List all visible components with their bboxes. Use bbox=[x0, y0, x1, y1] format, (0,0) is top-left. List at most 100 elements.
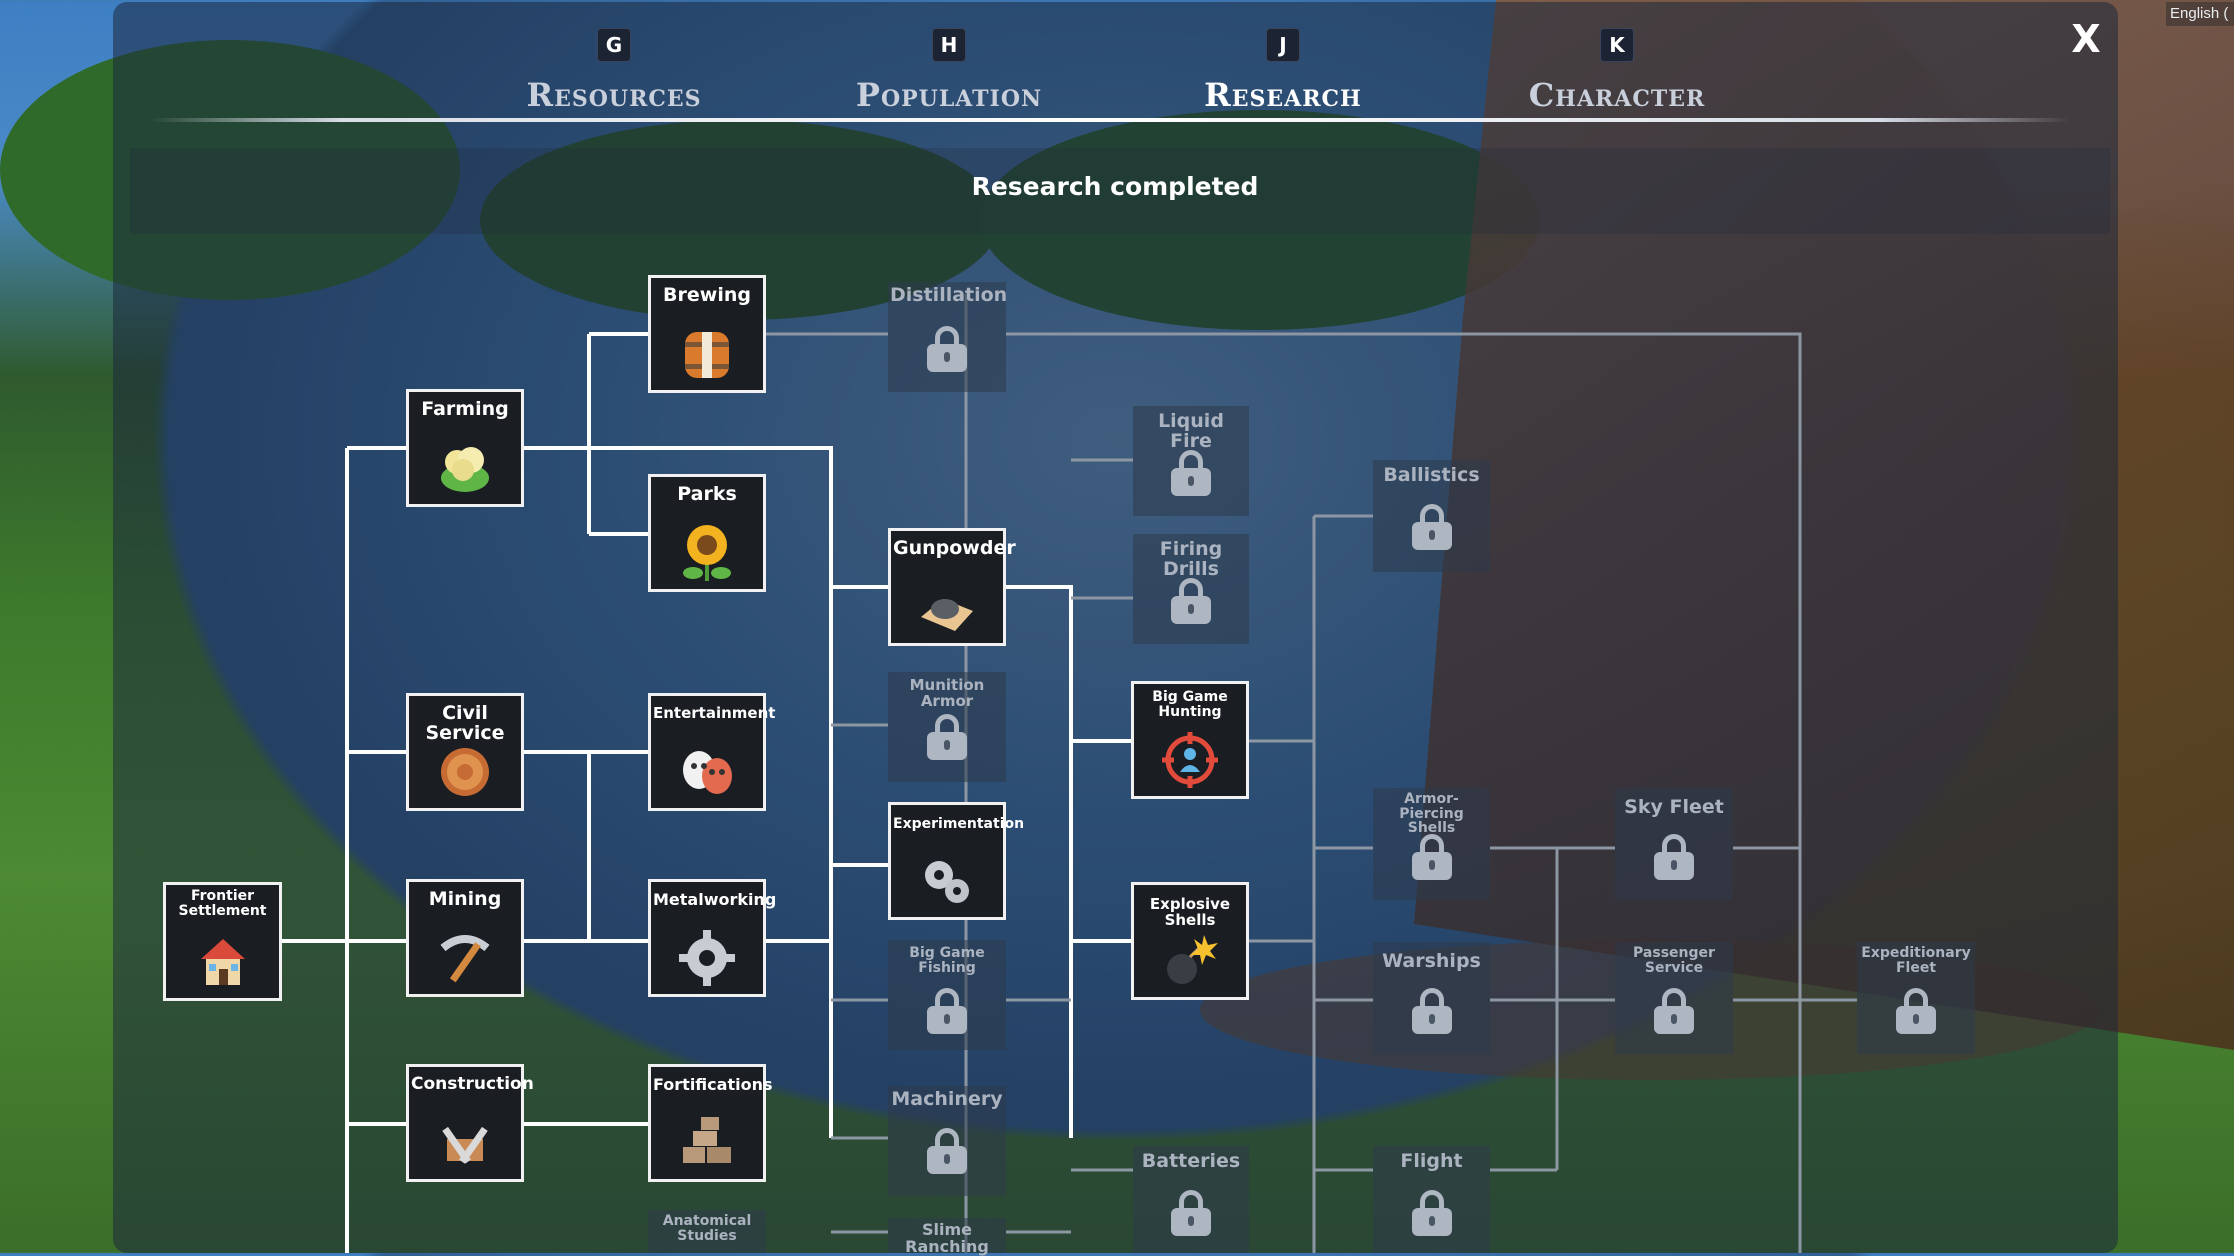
node-entertainment[interactable]: Entertainment bbox=[648, 693, 776, 811]
lock-icon bbox=[1411, 504, 1452, 550]
node-farming[interactable]: Farming bbox=[406, 389, 524, 507]
node-explosive-shells[interactable]: Explosive Shells bbox=[1131, 882, 1249, 1000]
lock-icon bbox=[1411, 1190, 1452, 1236]
tab-research-label: Research bbox=[1204, 76, 1362, 114]
node-label: Parks bbox=[677, 483, 737, 505]
tab-population-label: Population bbox=[855, 76, 1043, 114]
node-experimentation[interactable]: Experimentation bbox=[888, 802, 1025, 920]
node-label: Frontier Settlement bbox=[178, 888, 267, 919]
node-anatomical-studies[interactable]: Anatomical Studies bbox=[648, 1210, 766, 1253]
node-label: Firing Drills bbox=[1159, 538, 1223, 580]
node-label: Construction bbox=[411, 1074, 534, 1094]
node-label: Big Game Hunting bbox=[1152, 689, 1228, 720]
node-label: Metalworking bbox=[653, 890, 777, 909]
research-panel bbox=[113, 2, 2118, 1253]
node-big-game-hunting[interactable]: Big Game Hunting bbox=[1131, 681, 1249, 799]
node-label: Liquid Fire bbox=[1158, 410, 1224, 452]
node-construction[interactable]: Construction bbox=[406, 1064, 534, 1182]
node-label: Fortifications bbox=[653, 1075, 773, 1094]
lock-icon bbox=[1411, 834, 1452, 880]
lock-icon bbox=[1411, 988, 1452, 1034]
node-label: Anatomical Studies bbox=[662, 1213, 752, 1244]
node-liquid-fire[interactable]: Liquid Fire bbox=[1133, 406, 1249, 516]
node-big-game-fishing[interactable]: Big Game Fishing bbox=[888, 940, 1006, 1050]
status-text: Research completed bbox=[971, 172, 1259, 201]
node-label: Sky Fleet bbox=[1624, 796, 1724, 818]
node-label: Machinery bbox=[891, 1088, 1003, 1110]
node-civil-service[interactable]: Civil Service bbox=[406, 693, 524, 811]
node-expeditionary-fleet[interactable]: Expeditionary Fleet bbox=[1857, 942, 1975, 1054]
tab-divider bbox=[150, 118, 2070, 122]
node-label: Flight bbox=[1400, 1150, 1463, 1172]
tab-resources-label: Resources bbox=[526, 76, 702, 114]
node-label: Gunpowder bbox=[893, 537, 1016, 559]
target-icon bbox=[1162, 732, 1218, 788]
tab-character-key: K bbox=[1600, 28, 1634, 62]
lock-icon bbox=[1171, 578, 1211, 624]
tab-population[interactable]: H Population bbox=[829, 28, 1069, 114]
node-armor-piercing-shells[interactable]: Armor-Piercing Shells bbox=[1373, 788, 1490, 900]
node-flight[interactable]: Flight bbox=[1373, 1146, 1490, 1253]
node-label: Expeditionary Fleet bbox=[1861, 945, 1971, 976]
stone-wall-icon bbox=[683, 1117, 731, 1163]
tab-resources[interactable]: G Resources bbox=[494, 28, 734, 114]
node-munition-armor[interactable]: Munition Armor bbox=[888, 672, 1006, 782]
node-machinery[interactable]: Machinery bbox=[888, 1086, 1006, 1196]
close-button[interactable]: X bbox=[2071, 17, 2101, 61]
lock-icon bbox=[1171, 450, 1211, 496]
node-sky-fleet[interactable]: Sky Fleet bbox=[1615, 788, 1733, 900]
cabbage-icon bbox=[441, 447, 489, 492]
node-batteries[interactable]: Batteries bbox=[1133, 1146, 1249, 1253]
lock-icon bbox=[1654, 988, 1694, 1034]
node-parks[interactable]: Parks bbox=[648, 474, 766, 592]
node-label: Big Game Fishing bbox=[909, 945, 985, 976]
node-label: Warships bbox=[1382, 950, 1481, 972]
node-label: Civil Service bbox=[425, 702, 505, 744]
hammer-icon bbox=[442, 1126, 488, 1164]
node-slime-ranching[interactable]: Slime Ranching bbox=[888, 1218, 1006, 1256]
lock-icon bbox=[1654, 834, 1694, 880]
lock-icon bbox=[1171, 1190, 1211, 1236]
node-label: Distillation bbox=[890, 284, 1008, 306]
node-label: Brewing bbox=[663, 284, 751, 306]
node-label: Ballistics bbox=[1383, 464, 1480, 486]
tab-research[interactable]: J Research bbox=[1163, 28, 1403, 114]
theater-masks-icon bbox=[683, 751, 732, 794]
node-label: Slime Ranching bbox=[905, 1220, 989, 1256]
node-label: Experimentation bbox=[893, 816, 1025, 832]
node-label: Batteries bbox=[1141, 1150, 1241, 1172]
node-fortifications[interactable]: Fortifications bbox=[648, 1064, 773, 1182]
node-metalworking[interactable]: Metalworking bbox=[648, 879, 777, 997]
node-label: Munition Armor bbox=[909, 676, 985, 710]
status-bar bbox=[130, 148, 2110, 234]
node-ballistics[interactable]: Ballistics bbox=[1373, 460, 1490, 572]
house-icon bbox=[200, 939, 245, 985]
node-frontier-settlement[interactable]: Frontier Settlement bbox=[163, 882, 282, 1001]
bomb-icon bbox=[1167, 935, 1218, 984]
language-selector[interactable]: English ( bbox=[2166, 2, 2234, 26]
lock-icon bbox=[1896, 988, 1936, 1034]
lock-icon bbox=[927, 326, 967, 372]
node-mining[interactable]: Mining bbox=[406, 879, 524, 997]
node-label: Mining bbox=[428, 888, 502, 910]
barrel-icon bbox=[685, 332, 729, 378]
node-label: Farming bbox=[421, 398, 509, 420]
node-distillation[interactable]: Distillation bbox=[888, 282, 1008, 392]
pickaxe-icon bbox=[440, 935, 490, 983]
node-firing-drills[interactable]: Firing Drills bbox=[1133, 534, 1249, 644]
node-warships[interactable]: Warships bbox=[1373, 942, 1490, 1054]
tab-resources-key: G bbox=[597, 28, 631, 62]
sunflower-icon bbox=[683, 525, 731, 581]
node-label: Entertainment bbox=[653, 704, 776, 722]
node-gunpowder[interactable]: Gunpowder bbox=[888, 528, 1016, 646]
node-label: Passenger Service bbox=[1633, 945, 1715, 976]
tab-research-key: J bbox=[1266, 28, 1300, 62]
node-brewing[interactable]: Brewing bbox=[648, 275, 766, 393]
lock-icon bbox=[927, 714, 967, 760]
node-label: Armor-Piercing Shells bbox=[1399, 791, 1464, 837]
tab-character[interactable]: K Character bbox=[1497, 28, 1737, 114]
node-passenger-service[interactable]: Passenger Service bbox=[1615, 942, 1733, 1054]
lock-icon bbox=[927, 1128, 967, 1174]
lock-icon bbox=[927, 988, 967, 1034]
